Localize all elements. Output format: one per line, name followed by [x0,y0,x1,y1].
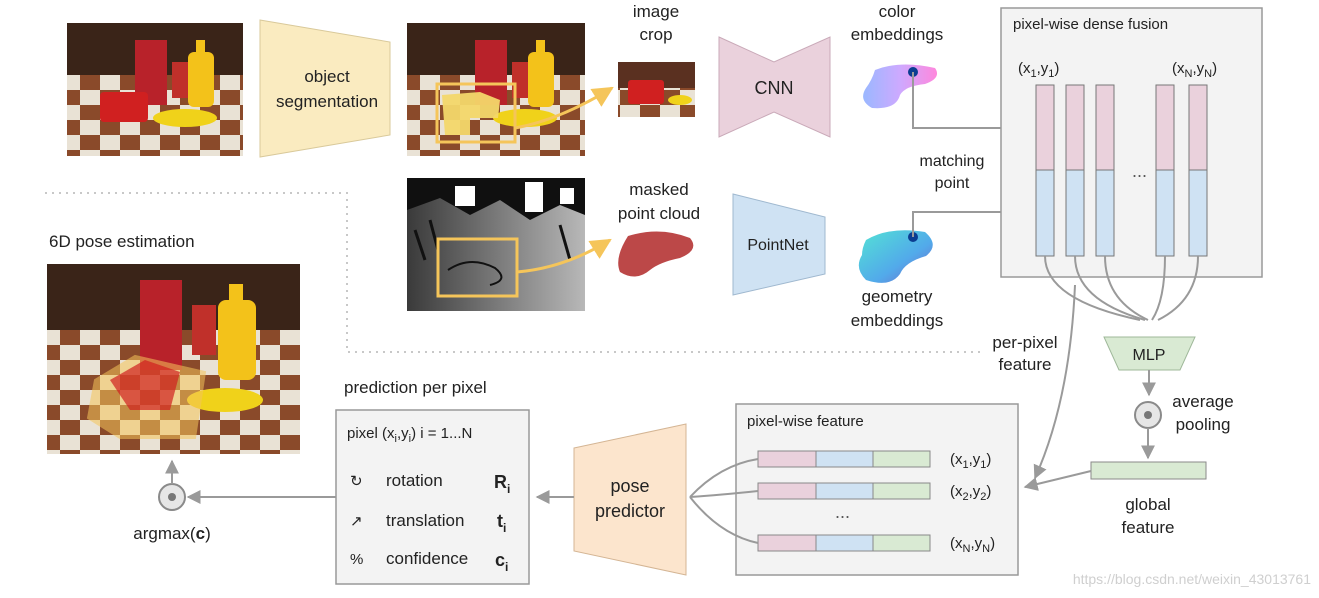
depth-image [407,178,585,311]
input-rgb-image [67,23,243,156]
dense-fusion-panel: pixel-wise dense fusion (x1,y1) (xN,yN) … [1000,7,1263,278]
per-pixel-feature-arrow [1033,284,1076,480]
masked-point-cloud-label-1: masked [629,180,689,199]
image-crop-label-2: crop [639,25,672,44]
feature-row-3: (xN,yN) [757,534,995,555]
fusion-column-2 [1065,84,1085,257]
depth-crop-box [436,237,519,298]
pose-estimation-result-image [47,264,300,454]
global-feature-label-2: feature [1122,518,1175,537]
prediction-box-header: pixel (xi,yi) i = 1...N [347,425,472,445]
object-segmentation-label-1: object [304,67,350,86]
color-to-fusion-arrow [912,72,1032,135]
image-crop-label-1: image [633,2,679,21]
masked-point-cloud-label-2: point cloud [618,204,700,223]
segmented-rgb-image [407,23,585,156]
translation-label: translation [386,511,464,530]
geometry-embeddings-label-2: embeddings [851,311,944,330]
color-embeddings-blob [863,64,938,109]
feature-row-1: (x1,y1) [757,450,991,471]
object-segmentation-block: object segmentation [259,19,391,158]
per-pixel-feature-label-2: feature [999,355,1052,374]
per-pixel-feature-label-1: per-pixel [992,333,1057,352]
global-to-feature-arrow [1023,470,1092,491]
geometry-embeddings-label-1: geometry [862,287,933,306]
fusion-to-mlp-lines [1044,255,1199,321]
rotation-symbol: Ri [494,472,510,496]
pointnet-block: PointNet [732,193,826,296]
argmax-node [158,483,186,511]
masked-point-cloud [618,231,694,277]
average-pooling-node [1134,401,1162,429]
rotation-label: rotation [386,471,443,490]
pixel-wise-feature-title: pixel-wise feature [747,413,864,430]
features-to-predictor-lines [689,458,759,544]
color-embeddings-label-1: color [879,2,916,21]
confidence-icon: % [350,551,363,568]
global-feature-bar [1090,461,1207,480]
pose-estimation-title: 6D pose estimation [49,232,195,251]
pose-predictor-label-2: predictor [595,501,665,521]
color-embeddings-label-2: embeddings [851,25,944,44]
fusion-column-5 [1188,84,1208,257]
mlp-label: MLP [1133,347,1166,364]
geometry-embeddings-blob [858,230,933,283]
cnn-label: CNN [755,78,794,98]
feature-rows-ellipsis: ... [835,502,850,522]
prediction-box: pixel (xi,yi) i = 1...N ↻ rotation Ri ↗ … [335,409,530,585]
mlp-block: MLP [1103,336,1196,371]
dense-fusion-title: pixel-wise dense fusion [1013,16,1168,33]
watermark: https://blog.csdn.net/weixin_43013761 [1073,571,1311,587]
pixel-wise-feature-panel: pixel-wise feature (x1,y1) (x2,y2) ... (… [735,403,1019,576]
depth-crop-arrow [516,238,612,274]
cnn-block: CNN [718,36,831,138]
argmax-label: argmax(c) [133,524,211,543]
translation-icon: ↗ [350,513,363,530]
matching-point-label-2: point [935,175,970,192]
average-pooling-label-1: average [1172,392,1233,411]
object-segmentation-label-2: segmentation [276,92,378,111]
fusion-column-1 [1035,84,1055,257]
average-pooling-label-2: pooling [1176,415,1231,434]
global-feature-label-1: global [1125,495,1170,514]
rotation-icon: ↻ [350,473,363,490]
image-crop-thumbnail [618,62,695,117]
confidence-label: confidence [386,549,468,568]
crop-box [435,82,517,144]
confidence-symbol: ci [495,550,508,574]
prediction-per-pixel-title: prediction per pixel [344,378,487,397]
crop-arrow [514,86,614,130]
fusion-ellipsis: ... [1132,161,1147,181]
pose-predictor-block: pose predictor [573,423,687,576]
fusion-column-3 [1095,84,1115,257]
translation-symbol: ti [497,511,506,535]
fusion-column-4 [1155,84,1175,257]
matching-point-label-1: matching [920,153,985,170]
pose-predictor-label-1: pose [610,476,649,496]
pointnet-label: PointNet [747,237,809,254]
geometry-to-fusion-arrow [912,205,1032,237]
